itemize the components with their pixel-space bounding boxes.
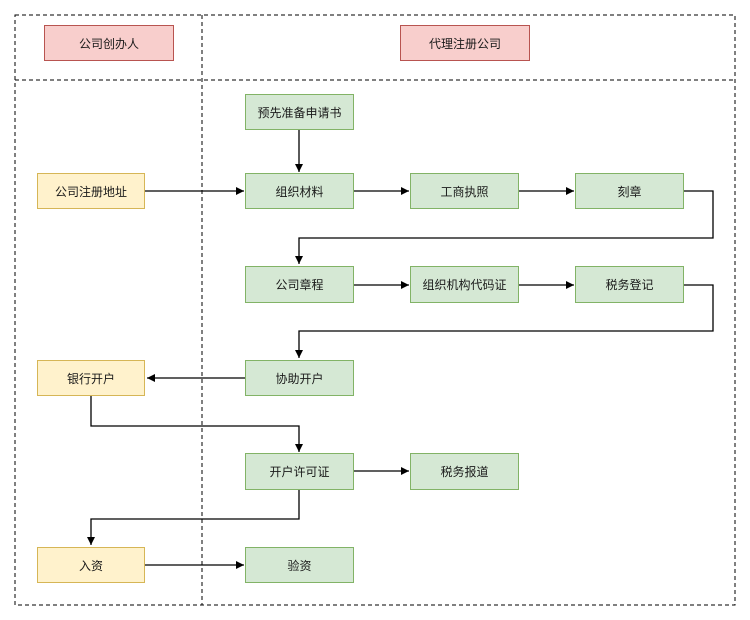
node-prepare-application: 预先准备申请书: [245, 94, 354, 130]
edge-permit-to-capital: [87, 490, 300, 545]
pool-frame: [14, 14, 736, 606]
edge-seal-to-articles: [295, 190, 714, 264]
node-assist-bank-account: 协助开户: [245, 360, 354, 396]
node-articles-of-association: 公司章程: [245, 266, 354, 303]
lane-header-founder: 公司创办人: [44, 25, 174, 61]
edge-tax-to-assist: [295, 284, 714, 358]
node-company-address: 公司注册地址: [37, 173, 145, 209]
node-capital-injection: 入资: [37, 547, 145, 583]
edge-bank-to-permit: [90, 396, 303, 452]
lane-header-agent: 代理注册公司: [400, 25, 530, 61]
node-organize-materials: 组织材料: [245, 173, 354, 209]
node-business-license: 工商执照: [410, 173, 519, 209]
node-account-permit: 开户许可证: [245, 453, 354, 490]
node-seal-carving: 刻章: [575, 173, 684, 209]
node-capital-verification: 验资: [245, 547, 354, 583]
node-tax-registration: 税务登记: [575, 266, 684, 303]
node-org-code-certificate: 组织机构代码证: [410, 266, 519, 303]
node-bank-account: 银行开户: [37, 360, 145, 396]
node-tax-report: 税务报道: [410, 453, 519, 490]
